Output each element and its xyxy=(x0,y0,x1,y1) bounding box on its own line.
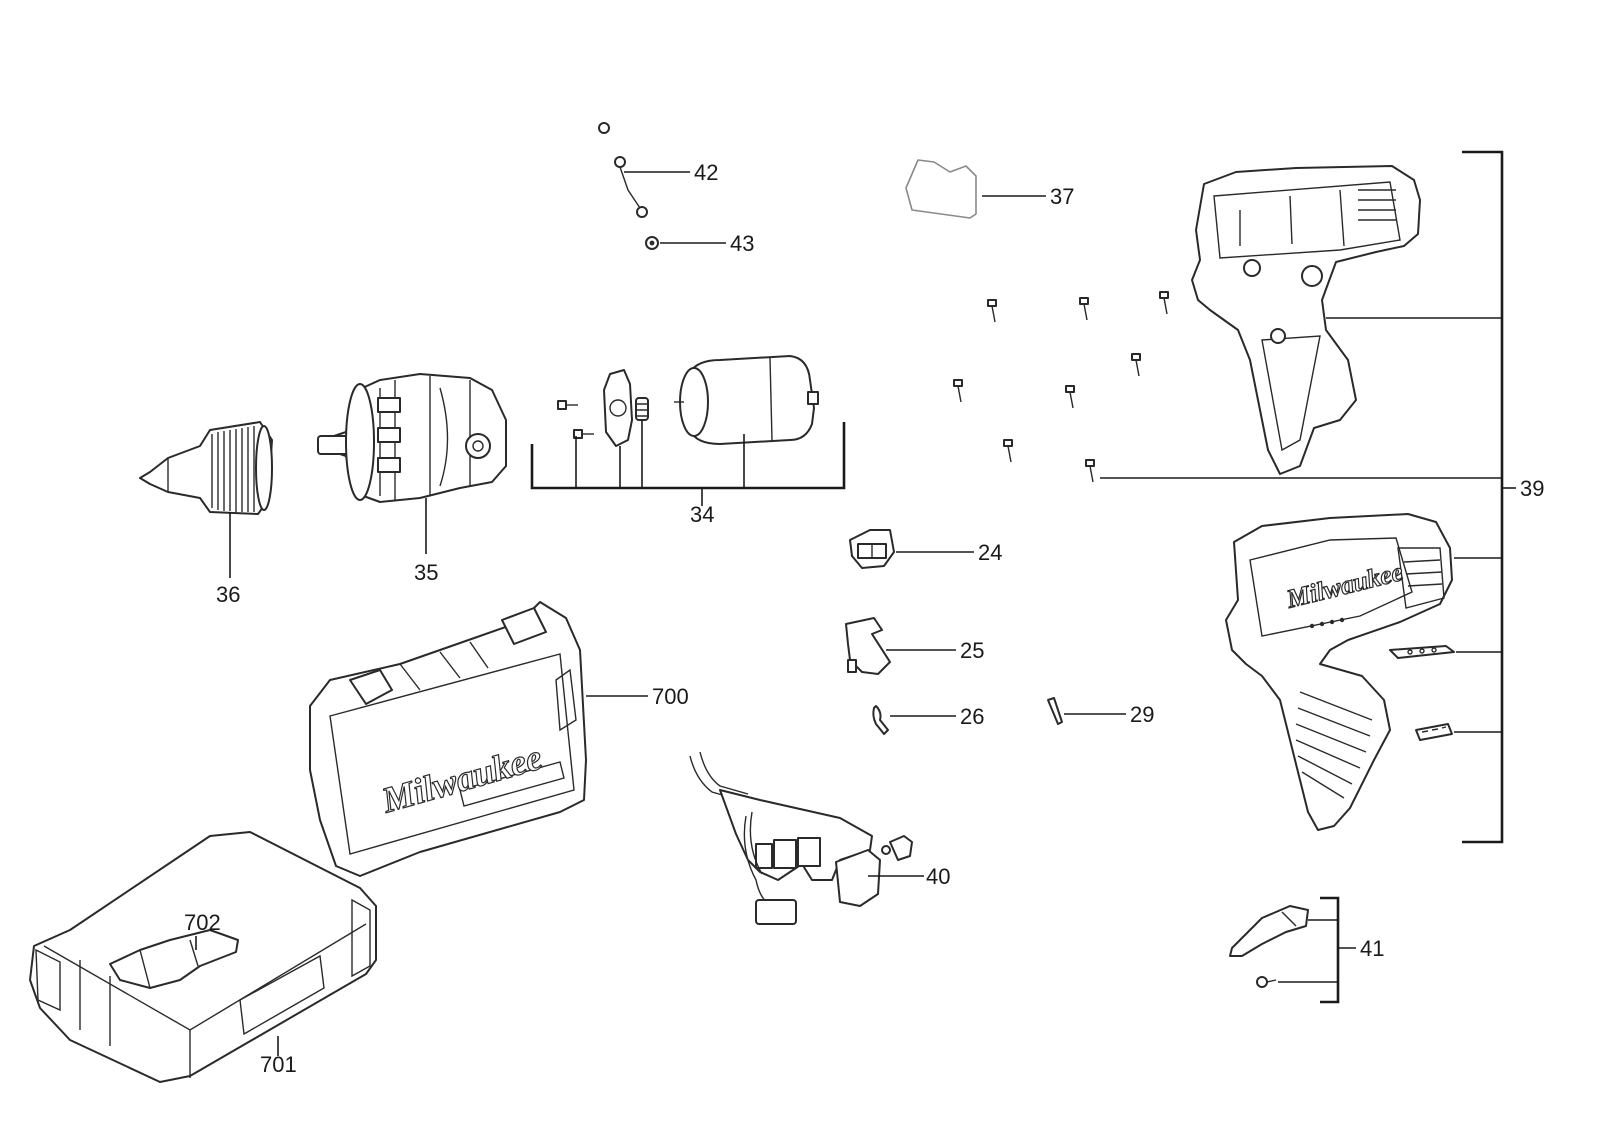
part-34-motor-assembly[interactable] xyxy=(557,355,819,447)
part-702-case-insert[interactable] xyxy=(109,929,239,989)
part-24-direction-selector[interactable] xyxy=(849,529,895,569)
bracket-41 xyxy=(1278,896,1356,1004)
callout-39: 39 xyxy=(1520,476,1544,501)
part-40-switch-wiring[interactable] xyxy=(689,751,913,925)
callout-701: 701 xyxy=(260,1052,297,1077)
part-25-slide-switch[interactable] xyxy=(845,617,891,675)
callout-42: 42 xyxy=(694,160,718,185)
part-35-gearbox[interactable] xyxy=(317,373,507,503)
part-42-spring-clip[interactable] xyxy=(598,122,648,218)
motor xyxy=(689,355,815,445)
callout-702: 702 xyxy=(184,910,221,935)
callout-40: 40 xyxy=(926,864,950,889)
callout-26: 26 xyxy=(960,704,984,729)
callout-37: 37 xyxy=(1050,184,1074,209)
housing-screws xyxy=(953,291,1169,483)
callout-35: 35 xyxy=(414,560,438,585)
part-26-spring[interactable] xyxy=(872,705,889,735)
part-41-belt-clip[interactable] xyxy=(1229,905,1309,957)
callout-25: 25 xyxy=(960,638,984,663)
motor-screw-lower xyxy=(573,429,594,439)
callout-24: 24 xyxy=(978,540,1002,565)
callout-700: 700 xyxy=(652,684,689,709)
part-37-label[interactable] xyxy=(905,159,977,219)
part-700-carrying-case[interactable]: Milwaukee xyxy=(309,601,587,877)
callout-43: 43 xyxy=(730,231,754,256)
part-41-clip-screw[interactable] xyxy=(1256,976,1277,988)
callout-36: 36 xyxy=(216,582,240,607)
bracket-39 xyxy=(1100,150,1516,844)
callout-41: 41 xyxy=(1360,936,1384,961)
motor-plate xyxy=(603,369,633,447)
callout-29: 29 xyxy=(1130,702,1154,727)
part-29-contact[interactable] xyxy=(1047,697,1063,725)
part-43-washer[interactable] xyxy=(645,236,659,250)
part-39-fuel-gauge-trim[interactable] xyxy=(1415,723,1453,741)
part-39-housing-right-half[interactable]: Milwaukee xyxy=(1225,513,1453,831)
part-39-housing-left-half[interactable] xyxy=(1191,165,1421,475)
callout-34: 34 xyxy=(690,502,714,527)
part-36-chuck[interactable] xyxy=(139,421,273,515)
part-39-lens-trim[interactable] xyxy=(1389,645,1455,659)
motor-screw-upper xyxy=(557,400,578,410)
bracket-34 xyxy=(530,420,846,506)
